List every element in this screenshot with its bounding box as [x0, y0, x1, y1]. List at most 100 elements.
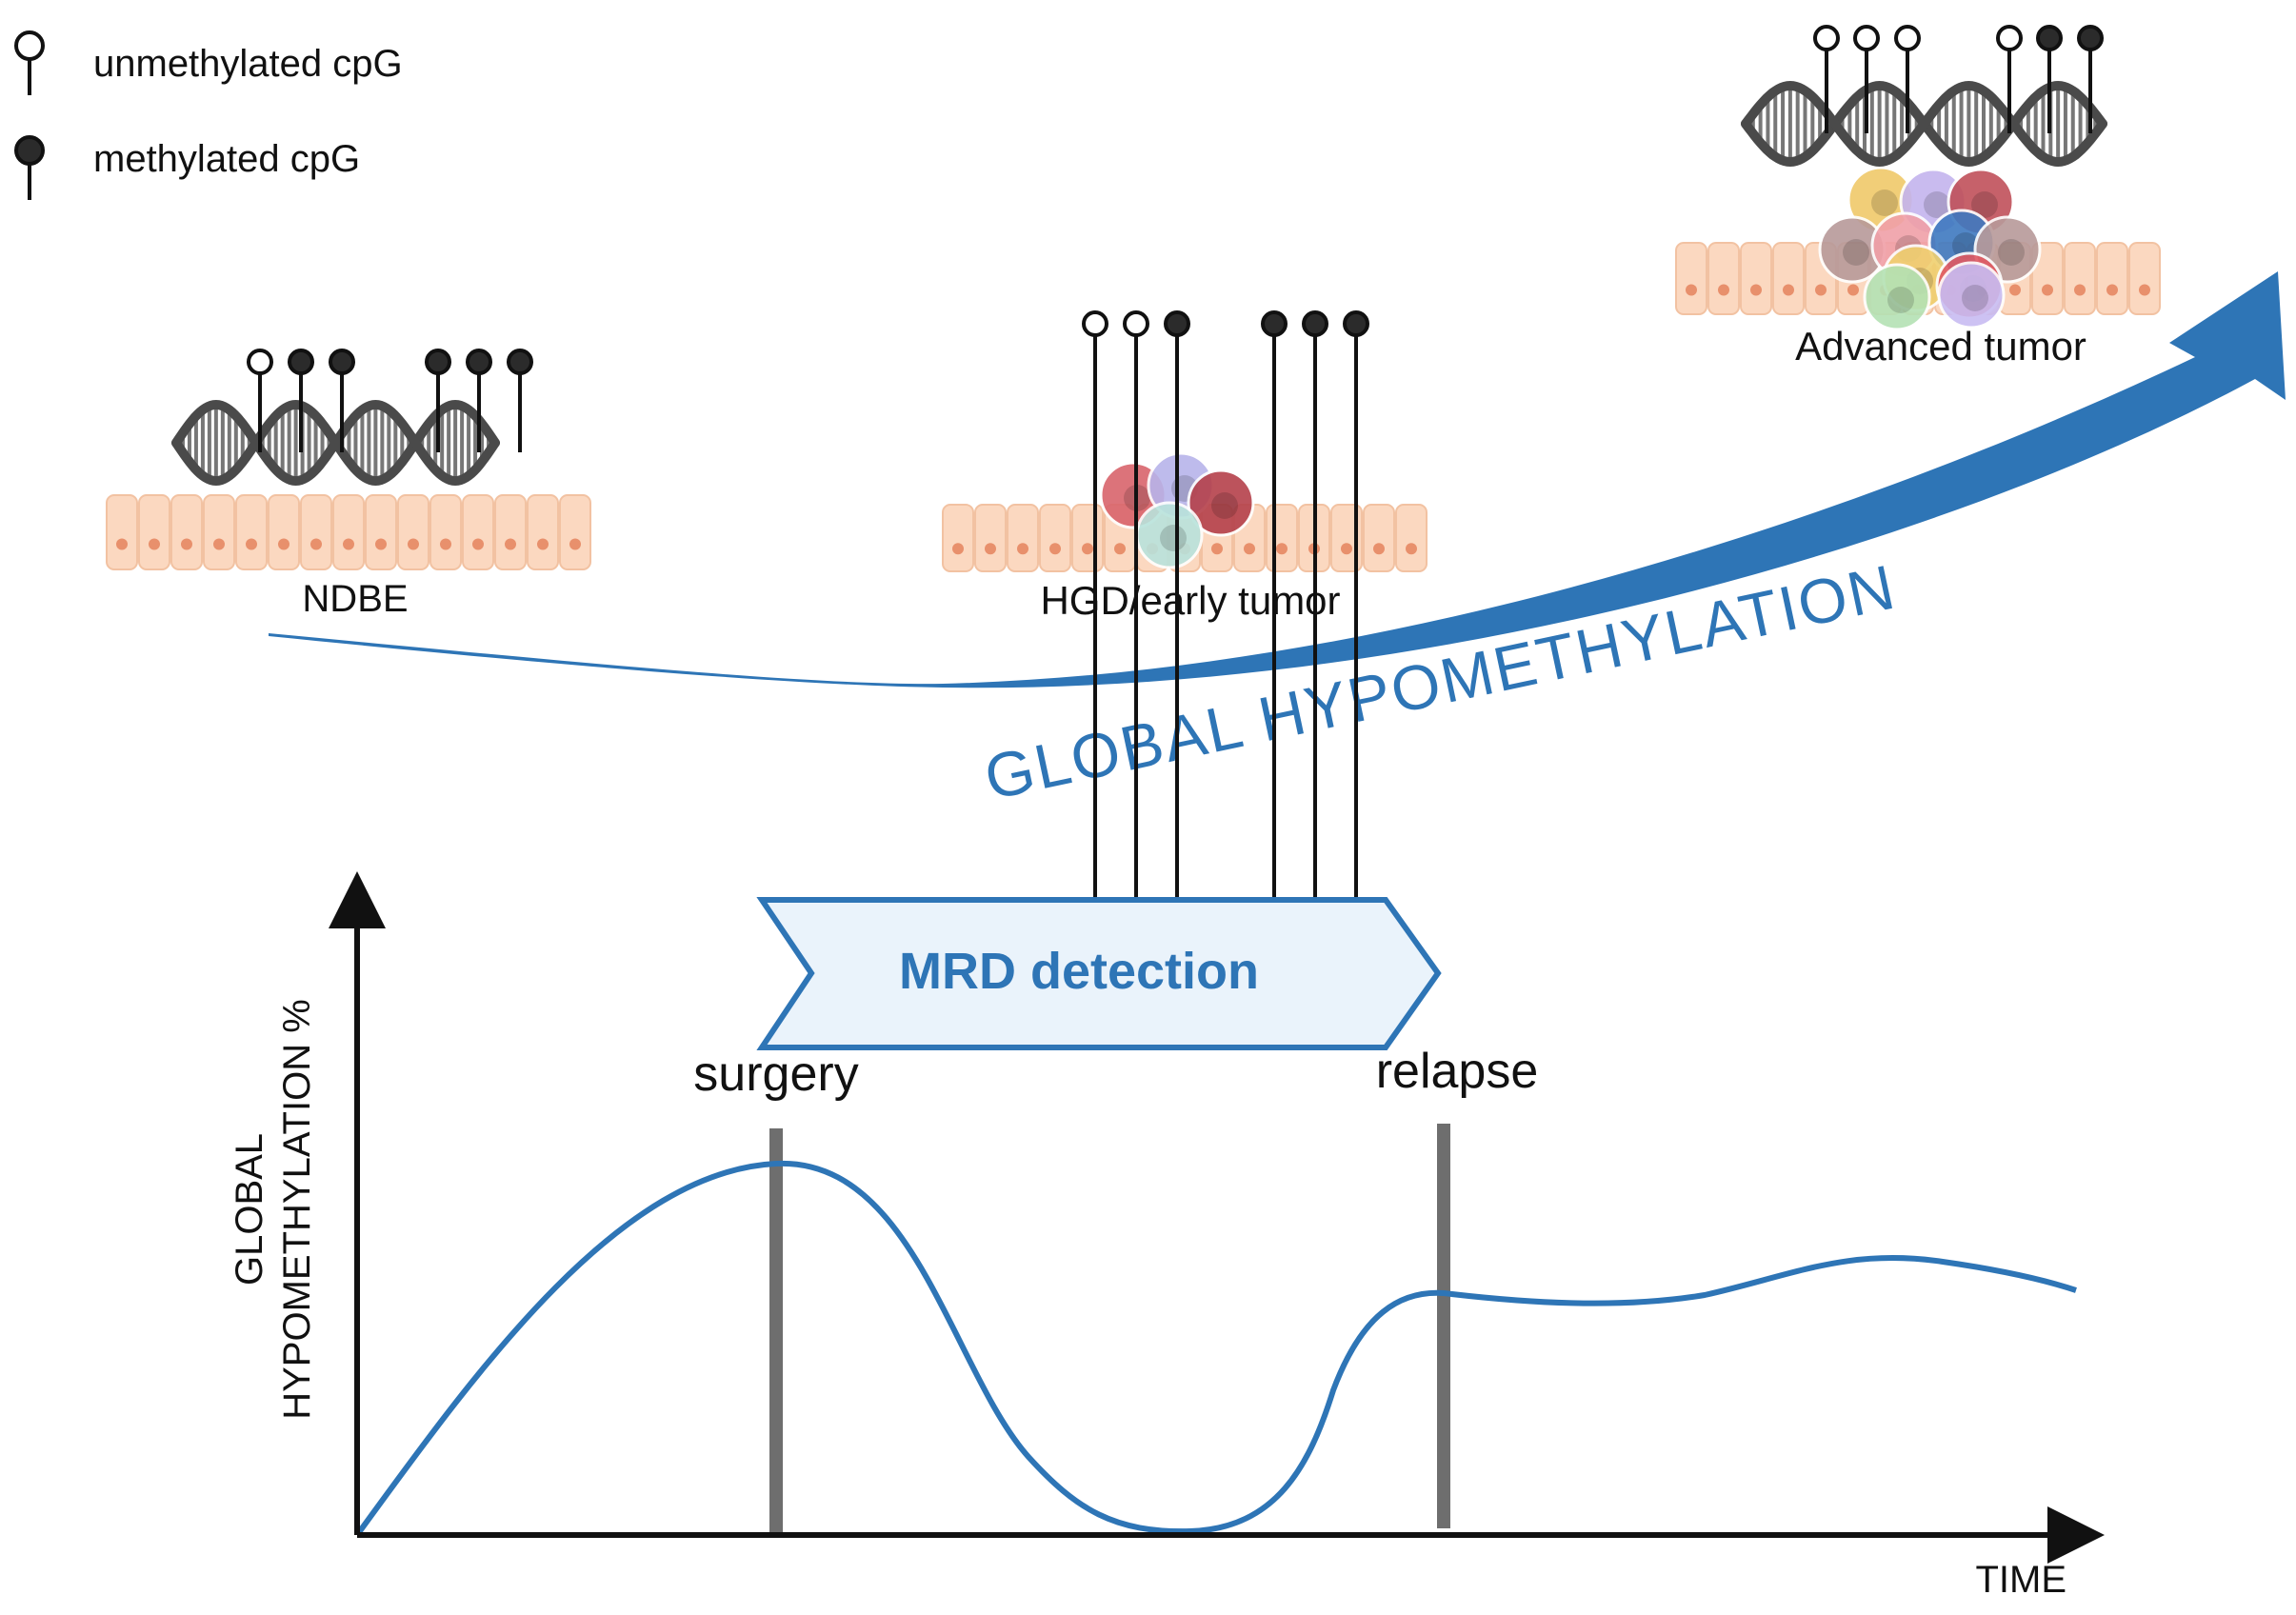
unmethylated-cpg-icon [1123, 310, 1149, 962]
cell-nucleus [1341, 543, 1352, 555]
cell-nucleus [440, 538, 451, 550]
cell-nucleus [343, 538, 354, 550]
methylated-cpg-icon [288, 349, 314, 452]
methylated-cpg-icon [1164, 310, 1190, 962]
tumor-cell-icon [1187, 469, 1255, 537]
cell-nucleus [952, 543, 964, 555]
cell-nucleus [310, 538, 322, 550]
epithelial-cell [1772, 242, 1805, 315]
epithelial-cell [942, 504, 974, 572]
legend-methylated-label: methylated cpG [93, 138, 360, 180]
epithelial-cell [332, 494, 365, 570]
epithelial-cell [106, 494, 138, 570]
cell-nucleus [1406, 543, 1417, 555]
epithelial-cell [300, 494, 332, 570]
unmethylated-cpg-icon [1853, 25, 1880, 133]
epithelial-cell [1740, 242, 1772, 315]
unmethylated-cpg-icon [247, 349, 273, 452]
cell-nucleus [408, 538, 419, 550]
stage-label-advanced: Advanced tumor [1795, 324, 2086, 369]
cell-nucleus [1017, 543, 1028, 555]
methylated-cpg-icon [2036, 25, 2063, 133]
legend-unmethylated-label: unmethylated cpG [93, 43, 403, 85]
mrd-banner-label: MRD detection [899, 943, 1259, 1000]
epithelial-cell [365, 494, 397, 570]
mrd-banner [756, 897, 1442, 1050]
cell-nucleus [1049, 543, 1061, 555]
unmethylated-cpg-icon [1082, 310, 1108, 962]
methylated-cpg-icon [2077, 25, 2104, 133]
epithelial-cell [138, 494, 170, 570]
stage-advanced-tumor [1675, 25, 2161, 331]
cell-nucleus [149, 538, 160, 550]
epithelial-cell [203, 494, 235, 570]
cell-nucleus [985, 543, 996, 555]
tumor-cell-nucleus [1998, 239, 2025, 266]
cell-nucleus [1783, 284, 1794, 296]
cell-nucleus [1211, 543, 1223, 555]
epithelial-cell [2128, 242, 2161, 315]
dna-helix-icon [1741, 80, 2107, 168]
epithelial-cell [2096, 242, 2128, 315]
cell-nucleus [1815, 284, 1827, 296]
cell-nucleus [505, 538, 516, 550]
epithelium [106, 494, 591, 570]
surgery-label: surgery [693, 1047, 858, 1102]
tumor-cell-nucleus [1971, 191, 1998, 218]
methylated-cpg-icon [14, 135, 45, 200]
legend: unmethylated cpG methylated cpG [14, 30, 403, 200]
cell-nucleus [181, 538, 192, 550]
cell-nucleus [1718, 284, 1729, 296]
epithelial-cell [429, 494, 462, 570]
y-axis-label-line2: HYPOMETHYLATION % [276, 999, 318, 1420]
cell-nucleus [1276, 543, 1288, 555]
dna-strand [1741, 80, 2107, 168]
cell-nucleus [213, 538, 225, 550]
epithelial-cell [1707, 242, 1740, 315]
cell-nucleus [375, 538, 387, 550]
cell-nucleus [1686, 284, 1697, 296]
epithelial-cell [1363, 504, 1395, 572]
tumor-cell-icon [1863, 263, 1931, 331]
methylation-curve [354, 1160, 2077, 1537]
stage-label-ndbe: NDBE [302, 578, 408, 620]
epithelial-cell [2064, 242, 2096, 315]
epithelial-cell [1675, 242, 1707, 315]
methylated-cpg-icon [507, 349, 533, 452]
cell-nucleus [2009, 284, 2021, 296]
cell-nucleus [2042, 284, 2053, 296]
cell-nucleus [278, 538, 289, 550]
stage-label-hgd: HGD/early tumor [1040, 578, 1340, 623]
cell-nucleus [1847, 284, 1859, 296]
tumor-cell-icon [1937, 261, 2006, 329]
methylated-cpg-icon [1343, 310, 1369, 962]
epithelial-cell [494, 494, 527, 570]
relapse-label: relapse [1376, 1044, 1539, 1099]
epithelial-cell [1071, 504, 1104, 572]
epithelial-cell [974, 504, 1007, 572]
epithelial-cell [1007, 504, 1039, 572]
epithelial-cell [462, 494, 494, 570]
unmethylated-cpg-icon [14, 30, 45, 95]
cell-nucleus [246, 538, 257, 550]
cell-nucleus [116, 538, 128, 550]
epithelial-cell [2031, 242, 2064, 315]
cell-nucleus [537, 538, 549, 550]
methylated-cpg-icon [1302, 310, 1328, 962]
epithelial-cell [268, 494, 300, 570]
cell-nucleus [472, 538, 484, 550]
cell-nucleus [569, 538, 581, 550]
unmethylated-cpg-icon [1894, 25, 1921, 133]
cell-nucleus [2139, 284, 2150, 296]
cell-nucleus [1373, 543, 1385, 555]
tumor-cell-nucleus [1211, 492, 1238, 519]
tumor-cell-nucleus [1871, 189, 1898, 216]
epithelial-cell [527, 494, 559, 570]
dna-helix-icon [171, 399, 500, 487]
cell-nucleus [2074, 284, 2086, 296]
methylated-cpg-icon [425, 349, 451, 452]
cell-nucleus [1244, 543, 1255, 555]
cell-nucleus [1750, 284, 1762, 296]
tumor-cell-nucleus [1160, 525, 1187, 551]
